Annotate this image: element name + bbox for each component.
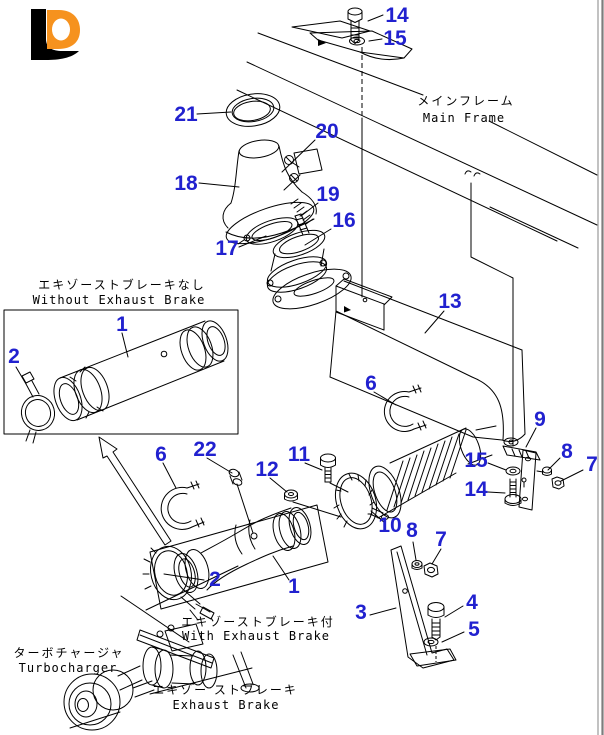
clamp-10-vband [333,472,389,530]
without-brake-label-en: Without Exhaust Brake [33,293,206,307]
part-16-connector [266,213,328,293]
callout-16[interactable]: 16 [332,209,355,232]
callout-14-right[interactable]: 14 [464,478,488,501]
with-brake-label-jp: エキゾーストブレーキ付 [181,614,334,629]
callout-17[interactable]: 17 [215,237,238,260]
nut-8-right [536,466,552,476]
callout-15-right[interactable]: 15 [464,449,488,472]
part-13-duct [329,278,526,442]
nut-12 [284,489,342,518]
bracket-9-assembly [464,170,541,511]
callout-6-upper[interactable]: 6 [365,372,377,395]
callout-8-right[interactable]: 8 [561,440,573,463]
exhaust-brake-label-en: Exhaust Brake [173,698,280,712]
callout-1-upper[interactable]: 1 [116,313,128,336]
callout-11[interactable]: 11 [288,443,311,466]
main-frame-lines [236,32,598,249]
pipe-1-offset [173,507,312,593]
part-21-ring [225,93,281,127]
callout-19[interactable]: 19 [316,183,339,206]
callout-14-top[interactable]: 14 [385,4,409,27]
callout-3[interactable]: 3 [355,601,367,624]
callout-5[interactable]: 5 [468,618,480,641]
callout-21[interactable]: 21 [174,103,198,126]
part-19-studs [290,198,314,225]
nut-7-bottom [423,562,439,578]
text-annotations: メインフレーム Main Frame エキゾーストブレーキなし Without … [13,94,514,712]
callout-18[interactable]: 18 [174,172,198,195]
without-brake-box [3,309,239,444]
turbocharger-label-jp: ターボチャージャ [13,646,124,660]
washer-15-top [349,36,365,46]
exhaust-brake-drawing [136,623,260,695]
turbocharger-label-en: Turbocharger [19,661,118,675]
bolt-4 [427,602,445,641]
part-17-gasket [237,217,299,245]
callout-8-bottom[interactable]: 8 [406,519,418,542]
bolt-14-right [504,478,522,506]
exhaust-brake-label-jp: エキゾー ストブレーキ [152,682,298,697]
callout-7-bottom[interactable]: 7 [435,528,447,551]
callout-2-upper[interactable]: 2 [8,345,20,368]
callout-10[interactable]: 10 [378,514,401,537]
callout-numbers: 14 15 21 20 18 19 16 17 13 1 2 6 9 8 7 1… [8,4,598,641]
callout-4[interactable]: 4 [466,591,478,614]
brake-leader-lines [120,565,239,643]
callout-12[interactable]: 12 [255,458,278,481]
turbocharger-drawing [63,665,155,731]
bellows-hose [368,425,497,519]
callout-7-right[interactable]: 7 [586,453,598,476]
callout-1-lower[interactable]: 1 [288,575,300,598]
with-brake-label-en: With Exhaust Brake [182,629,330,643]
callout-2-lower[interactable]: 2 [209,568,221,591]
with-brake-box [142,504,329,621]
clamp-2-lower [142,545,215,621]
main-frame-label-en: Main Frame [423,111,505,125]
main-frame-label-jp: メインフレーム [417,94,514,108]
frame-mount-bracket [291,20,413,60]
nut-8-bottom [411,560,423,570]
without-brake-label-jp: エキゾーストブレーキなし [38,277,205,292]
flange-plate [272,268,352,310]
callout-13[interactable]: 13 [438,290,461,313]
callout-6-lower[interactable]: 6 [155,443,167,466]
clamp-6-lower [160,480,205,530]
plug-22 [228,468,254,534]
washer-5 [423,637,439,647]
callout-22[interactable]: 22 [193,438,216,461]
bolt-11 [320,453,349,493]
pipe-1-straight [53,320,229,422]
washer-15-right [505,466,521,476]
page-edge [597,0,604,735]
logo-ld: LD [31,9,80,60]
callout-leaders [15,14,584,643]
callout-20[interactable]: 20 [315,120,338,143]
nut-7-right [551,476,565,490]
clamp-6-upper [383,384,427,432]
substitute-arrow [98,436,172,546]
clamp-2-upper [20,371,56,444]
callout-9[interactable]: 9 [534,408,546,431]
bracket-3-plate [390,545,457,669]
part-20-bracket [283,148,323,191]
callout-15-top[interactable]: 15 [383,27,407,50]
